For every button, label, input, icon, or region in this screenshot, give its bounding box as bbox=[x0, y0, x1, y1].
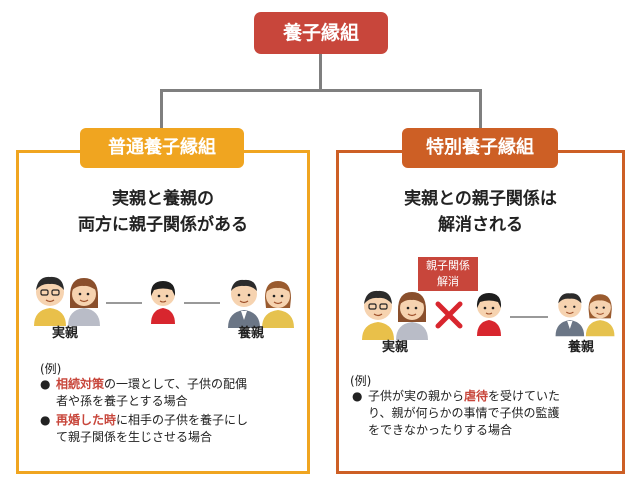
left-birth-parent-caption: 実親 bbox=[52, 326, 79, 341]
highlight-remarriage: 再婚した時 bbox=[56, 413, 117, 427]
sever-tag-line1: 親子関係 bbox=[426, 259, 470, 272]
bullet1-line2: 者や孫を養子とする場合 bbox=[56, 394, 188, 408]
cross-mark-icon bbox=[435, 301, 463, 329]
bullet2-line2: て親子関係を生じさせる場合 bbox=[56, 430, 213, 444]
sever-tag-line2: 解消 bbox=[437, 275, 459, 288]
adoptive-mother-icon bbox=[585, 294, 615, 337]
bullet-dot: ● bbox=[40, 377, 51, 391]
birth-mother-icon bbox=[396, 292, 428, 340]
adoptive-mother-icon bbox=[262, 281, 294, 328]
diagram-title: 養子縁組 bbox=[254, 12, 388, 54]
connector-stem bbox=[319, 54, 322, 90]
left-example-bullet-2: ● 再婚した時に相手の子供を養子にし て親子関係を生じさせる場合 bbox=[40, 412, 302, 446]
special-heading-line2: 解消される bbox=[438, 215, 523, 235]
special-adoption-heading: 実親との親子関係は 解消される bbox=[340, 186, 621, 238]
right-bullet-line3: をできなかったりする場合 bbox=[368, 423, 513, 437]
relationship-dissolved-tag: 親子関係 解消 bbox=[418, 257, 478, 291]
birth-parents-illustration bbox=[34, 276, 100, 326]
right-birth-parents-illustration bbox=[362, 290, 428, 340]
adoptive-parents-illustration bbox=[228, 279, 294, 328]
child-icon bbox=[476, 293, 502, 336]
right-adoptive-parents-illustration bbox=[555, 293, 615, 337]
highlight-inheritance: 相続対策 bbox=[56, 377, 105, 391]
right-link-line bbox=[510, 316, 548, 318]
right-bullet-line1-post: を受けていた bbox=[488, 389, 561, 403]
special-adoption-label: 特別養子縁組 bbox=[402, 128, 558, 168]
right-bullet-line1-pre: 子供が実の親から bbox=[368, 389, 465, 403]
bullet2-line1-rest: に相手の子供を養子にし bbox=[116, 413, 249, 427]
birth-father-icon bbox=[34, 276, 66, 326]
left-link-line-1 bbox=[106, 302, 142, 304]
right-example-heading: (例) bbox=[350, 374, 372, 388]
connector-horizontal bbox=[160, 89, 482, 92]
left-link-line-2 bbox=[184, 302, 220, 304]
adoptive-father-icon bbox=[555, 293, 585, 337]
highlight-abuse: 虐待 bbox=[464, 389, 489, 403]
left-example-heading: (例) bbox=[40, 362, 62, 376]
right-bullet-line2: り、親が何らかの事情で子供の監護 bbox=[368, 406, 560, 420]
normal-adoption-label: 普通養子縁組 bbox=[80, 128, 244, 168]
normal-heading-line1: 実親と養親の bbox=[112, 189, 214, 209]
connector-right-drop bbox=[479, 89, 482, 129]
right-adoptive-parent-caption: 養親 bbox=[568, 340, 595, 355]
special-heading-line1: 実親との親子関係は bbox=[404, 189, 557, 209]
connector-left-drop bbox=[160, 89, 163, 129]
normal-adoption-heading: 実親と養親の 両方に親子関係がある bbox=[20, 186, 306, 238]
birth-mother-icon bbox=[68, 278, 100, 326]
bullet-dot: ● bbox=[40, 413, 51, 427]
right-child-illustration bbox=[476, 293, 502, 336]
left-example-bullet-1: ● 相続対策の一環として、子供の配偶 者や孫を養子とする場合 bbox=[40, 376, 302, 410]
bullet-dot: ● bbox=[352, 389, 363, 403]
birth-father-icon bbox=[362, 290, 394, 340]
child-icon bbox=[150, 281, 176, 324]
adoptive-father-icon bbox=[228, 279, 260, 328]
bullet1-line1-rest: の一環として、子供の配偶 bbox=[104, 377, 248, 391]
left-child-illustration bbox=[150, 281, 176, 324]
right-example-bullet: ● 子供が実の親から虐待を受けていた り、親が何らかの事情で子供の監護 をできな… bbox=[352, 388, 618, 439]
left-adoptive-parent-caption: 養親 bbox=[238, 326, 265, 341]
right-birth-parent-caption: 実親 bbox=[382, 340, 409, 355]
normal-heading-line2: 両方に親子関係がある bbox=[78, 215, 248, 235]
